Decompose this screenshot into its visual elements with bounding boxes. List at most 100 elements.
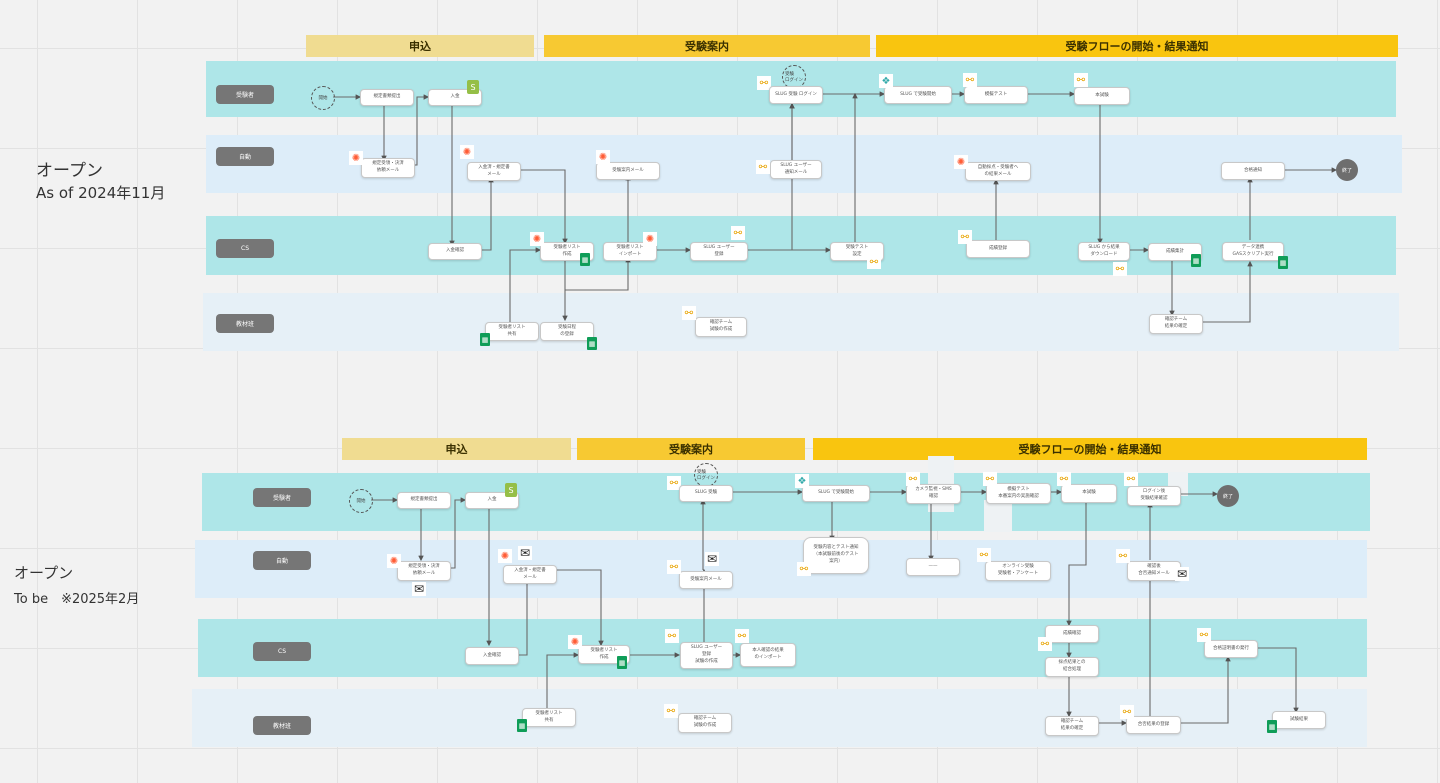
top-node-team-create-a[interactable]: 受験日程 の登録 [540,322,594,341]
bottom-node-payment-mail[interactable]: 入金済・規定書 メール [503,565,557,584]
bottom-node-list-share[interactable]: 受験者リスト 共有 [522,708,576,727]
shopify-icon: S [467,80,479,94]
bottom-node-cert-reg[interactable]: 合格証明書の発行 [1204,640,1258,658]
top-node-exam-start[interactable]: SLUG で受験開始 [884,86,952,104]
google-sheets-icon: ▦ [580,253,590,266]
bottom-node-guide-mail[interactable]: 受験案内メール [679,571,733,589]
mail-icon: ✉ [705,552,719,566]
bottom-node-score-reg[interactable]: 合否結果の登録 [1126,716,1181,734]
google-sheets-icon: ▦ [617,656,627,669]
top-node-result-check[interactable]: 確認チーム 結果の確定 [1149,314,1203,334]
bottom-node-user-register[interactable]: SLUG ユーザー 登録 試験の作成 [680,642,733,669]
bottom-node-list-final[interactable]: 試験結果 [1272,711,1326,729]
top-lane-label-materials: 教材班 [216,314,274,333]
bottom-subtitle: To be ※2025年2月 [14,592,140,607]
bottom-node-proctor[interactable]: カメラ監視・SMS 確認 [906,484,961,504]
bottom-node-apply[interactable]: 規定書類提出 [397,492,451,509]
top-end-node[interactable]: 終了 [1336,159,1358,181]
google-sheets-icon: ▦ [517,719,527,732]
bottom-node-result-mail[interactable]: 確認後 合否通知メール [1127,561,1181,581]
top-node-data-link[interactable]: データ連携 GASスクリプト実行 [1222,242,1284,261]
zapier-icon: ⚯ [977,548,991,562]
bottom-node-online-notice[interactable]: オンライン受験 受験者・アンケート [985,561,1051,581]
zapier-icon: ⚯ [867,255,881,269]
zapier-icon: ⚯ [1124,472,1138,486]
google-sheets-icon: ▦ [480,333,490,346]
bottom-node-grade-calc[interactable]: 採点結果との 結合処理 [1045,657,1099,677]
top-node-login[interactable]: SLUG 受験 ログイン [769,86,823,104]
hubspot-icon: ✺ [530,232,544,246]
zapier-icon: ⚯ [667,560,681,574]
bottom-node-final-exam[interactable]: 本試験 [1061,484,1117,503]
app-cube-icon: ❖ [795,474,809,488]
bottom-start-node[interactable]: 開始 [349,489,373,513]
bottom-phase-flow: 受験フローの開始・結果通知 [813,438,1367,460]
bottom-node-exam-start[interactable]: SLUG で受験開始 [802,485,870,502]
zapier-icon: ⚯ [797,562,811,576]
bottom-node-payment-check[interactable]: 入金確認 [465,647,519,665]
zapier-icon: ⚯ [665,629,679,643]
zapier-icon: ⚯ [664,704,678,718]
bottom-end-node[interactable]: 終了 [1217,485,1239,507]
bottom-node-import-report[interactable]: 本人確認の結果 のインポート [740,643,796,667]
top-node-apply-mail[interactable]: 規定受領・決済 依頼メール [361,158,415,178]
top-node-mock-test[interactable]: 模擬テスト [964,86,1028,104]
top-node-team-create[interactable]: 確認チーム 試験の作成 [695,317,747,337]
top-node-guide-mail[interactable]: 受験案内メール [596,162,660,180]
top-phase-flow: 受験フローの開始・結果通知 [876,35,1398,57]
hubspot-icon: ✺ [498,549,512,563]
zapier-icon: ⚯ [1057,472,1071,486]
top-subtitle: As of 2024年11月 [36,184,166,202]
bottom-phase-guide: 受験案内 [577,438,805,460]
bottom-lane-label-examinee: 受験者 [253,488,311,507]
top-node-payment-mail[interactable]: 入金済・規定書 メール [467,162,521,181]
top-node-list-share[interactable]: 受験者リスト 共有 [485,322,539,341]
bottom-lane-label-auto: 自動 [253,551,311,570]
zapier-icon: ⚯ [958,230,972,244]
google-sheets-icon: ▦ [587,337,597,350]
bottom-phase-apply: 申込 [342,438,571,460]
zapier-icon: ⚯ [756,160,770,174]
zapier-icon: ⚯ [983,472,997,486]
bottom-node-mock-test[interactable]: 模擬テスト 本番案内の実施確認 [986,483,1051,504]
bottom-node-apply-mail[interactable]: 規定受領・決済 依頼メール [397,561,451,581]
zapier-icon: ⚯ [682,306,696,320]
hubspot-icon: ✺ [568,635,582,649]
top-node-final-exam[interactable]: 本試験 [1074,87,1130,105]
zapier-icon: ⚯ [757,76,771,90]
bottom-node-blank[interactable]: —— [906,558,960,576]
top-node-user-mail[interactable]: SLUG ユーザー 通知メール [770,160,822,179]
top-node-grade-calc[interactable]: 成績集計 [1148,243,1202,261]
bottom-node-grade-set[interactable]: 成績確認 [1045,625,1099,643]
bottom-note-marker: 受験 ログイン [694,463,718,487]
bottom-node-auto-notice[interactable]: 受験内容とテスト通知 （本試験前後のテスト 案内） [803,537,869,574]
bottom-node-team-create[interactable]: 確認チーム 試験の作成 [678,713,732,733]
top-node-auto-mail[interactable]: 自動採点・受験者へ の結果メール [965,162,1031,181]
hubspot-icon: ✺ [596,150,610,164]
hubspot-icon: ✺ [643,232,657,246]
bottom-title: オープン [14,564,74,582]
blank-patch [984,500,1012,532]
top-start-node[interactable]: 開始 [311,86,335,110]
hubspot-icon: ✺ [349,151,363,165]
hubspot-icon: ✺ [460,145,474,159]
top-node-download[interactable]: SLUG から結果 ダウンロード [1078,242,1130,261]
top-node-cert-issue[interactable]: 合格通知 [1221,162,1285,180]
zapier-icon: ⚯ [735,629,749,643]
top-node-grade-set[interactable]: 成績登録 [966,240,1030,258]
zapier-icon: ⚯ [1197,628,1211,642]
top-lane-label-auto: 自動 [216,147,274,166]
bottom-node-login-review[interactable]: ログイン後 受験結果確認 [1127,486,1181,506]
google-sheets-icon: ▦ [1191,254,1201,267]
shopify-icon: S [505,483,517,497]
zapier-icon: ⚯ [1074,73,1088,87]
top-node-user-register[interactable]: SLUG ユーザー 登録 [690,242,748,261]
top-node-apply[interactable]: 規定書類提出 [360,89,414,106]
mail-icon: ✉ [1175,567,1189,581]
bottom-node-final-check[interactable]: 確認チーム 結果の確定 [1045,716,1099,736]
bottom-node-login[interactable]: SLUG 受験 [679,485,733,502]
top-node-payment-check[interactable]: 入金確認 [428,243,482,260]
zapier-icon: ⚯ [1120,705,1134,719]
top-node-list-import[interactable]: 受験者リスト インポート [603,242,657,261]
